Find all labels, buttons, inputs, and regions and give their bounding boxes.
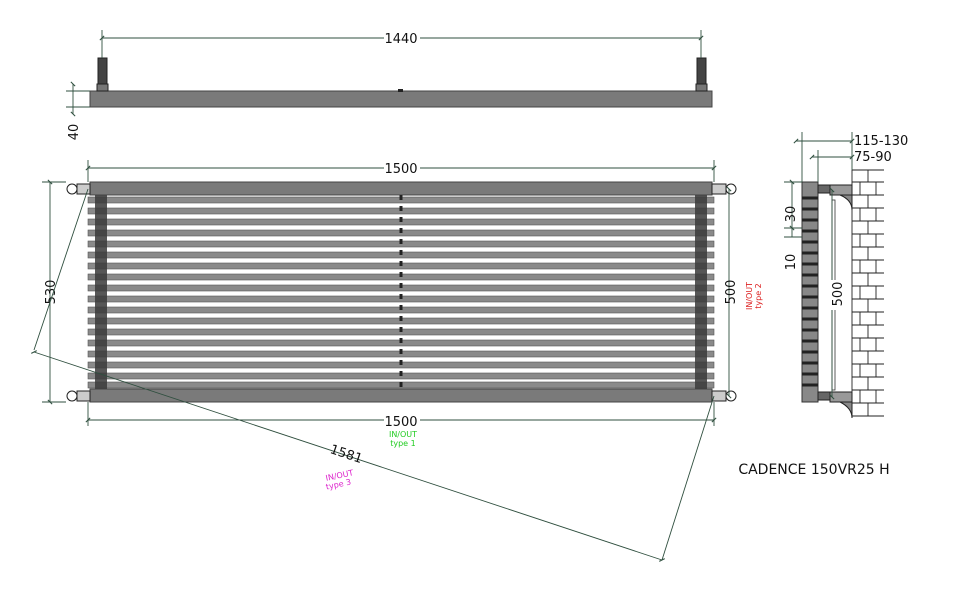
front-view-width-bottom: 1500 xyxy=(85,402,717,430)
dim-pipe-spacing: 1440 xyxy=(384,32,417,47)
dim-bracket-height: 30 xyxy=(784,206,799,223)
side-view-bracket-dimensions: 30 10 xyxy=(784,179,802,271)
side-view-radiator xyxy=(801,181,853,419)
front-view-width-top: 1500 xyxy=(85,160,717,182)
dim-pipe-centers: 500 xyxy=(724,280,739,305)
dim-width-bottom: 1500 xyxy=(384,415,417,430)
dim-projection-wall: 75-90 xyxy=(854,150,892,165)
top-view-pipe-dimension: 1440 xyxy=(99,30,704,58)
top-view: 1440 40 xyxy=(66,30,713,141)
dim-bracket-offset: 10 xyxy=(784,254,799,271)
dim-width-top: 1500 xyxy=(384,162,417,177)
horizontal-slats xyxy=(87,196,715,389)
type2-inout: IN/OUT xyxy=(745,282,754,310)
front-view-height-right: 500 xyxy=(724,186,739,399)
side-view-projection-wall: 75-90 xyxy=(809,150,892,182)
drawing-title: CADENCE 150VR25 H xyxy=(738,462,889,478)
top-view-depth-dimension: 40 xyxy=(66,81,90,141)
type2-type: type 2 xyxy=(754,283,763,309)
type1-type: type 1 xyxy=(390,439,416,448)
connection-type1-label: IN/OUT type 1 xyxy=(389,430,417,448)
side-view: 115-130 75-90 30 10 500 xyxy=(784,132,908,419)
side-view-projection-max: 115-130 xyxy=(793,132,908,182)
side-view-pipe-centers: 500 xyxy=(828,187,846,400)
brick-wall xyxy=(851,169,884,418)
top-view-body xyxy=(89,57,713,108)
dim-depth: 40 xyxy=(67,124,82,141)
connection-type3-label: IN/OUT type 3 xyxy=(325,468,354,491)
front-view-height-left: 530 xyxy=(42,179,66,405)
front-view: 1500 1500 530 500 1581 IN/OUT ty xyxy=(31,160,763,562)
dim-side-pipe-centers: 500 xyxy=(831,282,846,307)
front-view-body xyxy=(66,181,737,403)
dim-projection-max: 115-130 xyxy=(854,134,908,149)
connection-type2-label: IN/OUT type 2 xyxy=(745,282,763,310)
dim-diagonal: 1581 xyxy=(328,442,364,467)
type1-inout: IN/OUT xyxy=(389,430,417,439)
